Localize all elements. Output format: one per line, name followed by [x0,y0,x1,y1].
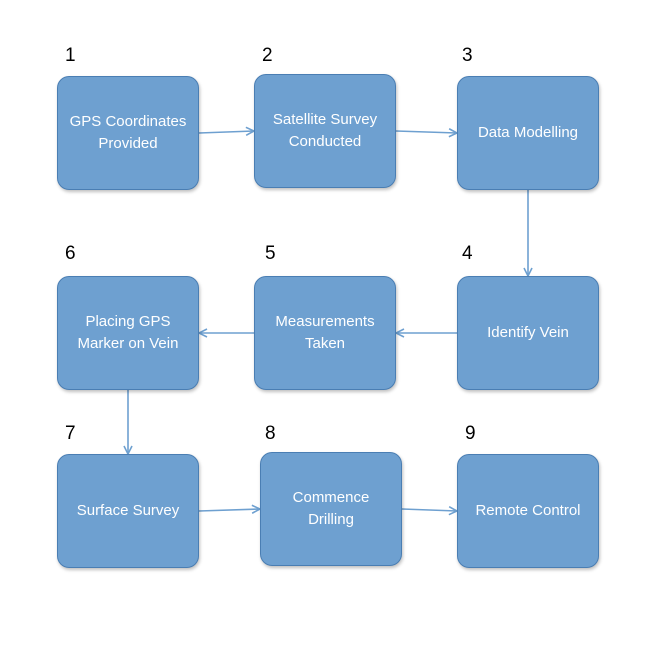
step-number-3: 3 [462,45,473,66]
arrow-1-to-2 [198,131,254,133]
step-number-9: 9 [465,423,476,444]
arrow-2-to-3 [395,131,457,133]
step-number-6: 6 [65,243,76,264]
step-box-satellite-survey: Satellite Survey Conducted [254,74,396,188]
step-box-measurements: Measurements Taken [254,276,396,390]
step-number-4: 4 [462,243,473,264]
step-number-2: 2 [262,45,273,66]
step-number-1: 1 [65,45,76,66]
step-box-identify-vein: Identify Vein [457,276,599,390]
step-box-surface-survey: Surface Survey [57,454,199,568]
step-box-commence-drilling: Commence Drilling [260,452,402,566]
step-number-5: 5 [265,243,276,264]
step-box-data-modelling: Data Modelling [457,76,599,190]
step-number-7: 7 [65,423,76,444]
arrow-7-to-8 [198,509,260,511]
step-box-remote-control: Remote Control [457,454,599,568]
step-box-placing-gps-marker: Placing GPS Marker on Vein [57,276,199,390]
arrow-8-to-9 [401,509,457,511]
step-box-gps-coordinates: GPS Coordinates Provided [57,76,199,190]
step-number-8: 8 [265,423,276,444]
